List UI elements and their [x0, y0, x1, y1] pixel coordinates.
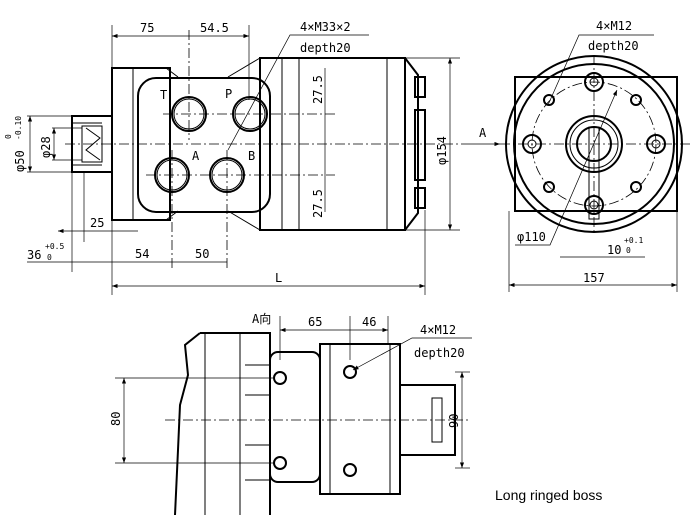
- dim-L: L: [275, 271, 282, 285]
- dim-54-5: 54.5: [200, 21, 229, 35]
- bolt-thread-note: 4×M12: [596, 19, 632, 33]
- dim-10-tol-lower: 0: [626, 246, 631, 255]
- port-label-b: B: [248, 149, 255, 163]
- port-label-t: T: [160, 88, 167, 102]
- dim-36: 36: [27, 248, 41, 262]
- dim-75: 75: [140, 21, 154, 35]
- dim-50-ports: 50: [195, 247, 209, 261]
- dim-phi-154: φ154: [435, 136, 449, 165]
- dim-36-tol-upper: +0.5: [45, 242, 64, 251]
- view-a-bolt-thread: 4×M12: [420, 323, 456, 337]
- port-label-a: A: [192, 149, 200, 163]
- view-a-title: A向: [252, 311, 271, 326]
- dim-25: 25: [90, 216, 104, 230]
- dim-46: 46: [362, 315, 376, 329]
- side-view: A 4×M12 depth20 φ110 10 +0.1 0 157: [470, 19, 690, 292]
- dim-10-tol-upper: +0.1: [624, 236, 643, 245]
- dim-36-tol-lower: 0: [47, 253, 52, 262]
- port-label-p: P: [225, 87, 232, 101]
- dim-phi-50-tol-upper: 0: [4, 134, 13, 139]
- front-view: T P A B 75 54.5 4×M33×2 depth20: [4, 20, 470, 295]
- dim-phi-50: φ50: [13, 150, 27, 172]
- dim-phi-50-tol-lower: -0.10: [14, 116, 23, 140]
- caption: Long ringed boss: [495, 487, 602, 503]
- view-a: A向 65 46 4×M12 depth20 80 90: [109, 311, 472, 516]
- dim-10: 10: [607, 243, 621, 257]
- dim-80: 80: [109, 412, 123, 426]
- dim-54: 54: [135, 247, 149, 261]
- bolt-depth-note: depth20: [588, 39, 639, 53]
- view-a-bolt-depth: depth20: [414, 346, 465, 360]
- dim-phi-110: φ110: [517, 230, 546, 244]
- dim-90: 90: [447, 414, 461, 428]
- port-depth-note: depth20: [300, 41, 351, 55]
- dim-157: 157: [583, 271, 605, 285]
- dim-27-5-top: 27.5: [311, 75, 325, 104]
- dim-phi-28: φ28: [39, 136, 53, 158]
- dim-27-5-bottom: 27.5: [311, 189, 325, 218]
- port-thread-note: 4×M33×2: [300, 20, 351, 34]
- view-arrow-label: A: [479, 126, 487, 140]
- dim-65: 65: [308, 315, 322, 329]
- port-block: [137, 57, 271, 231]
